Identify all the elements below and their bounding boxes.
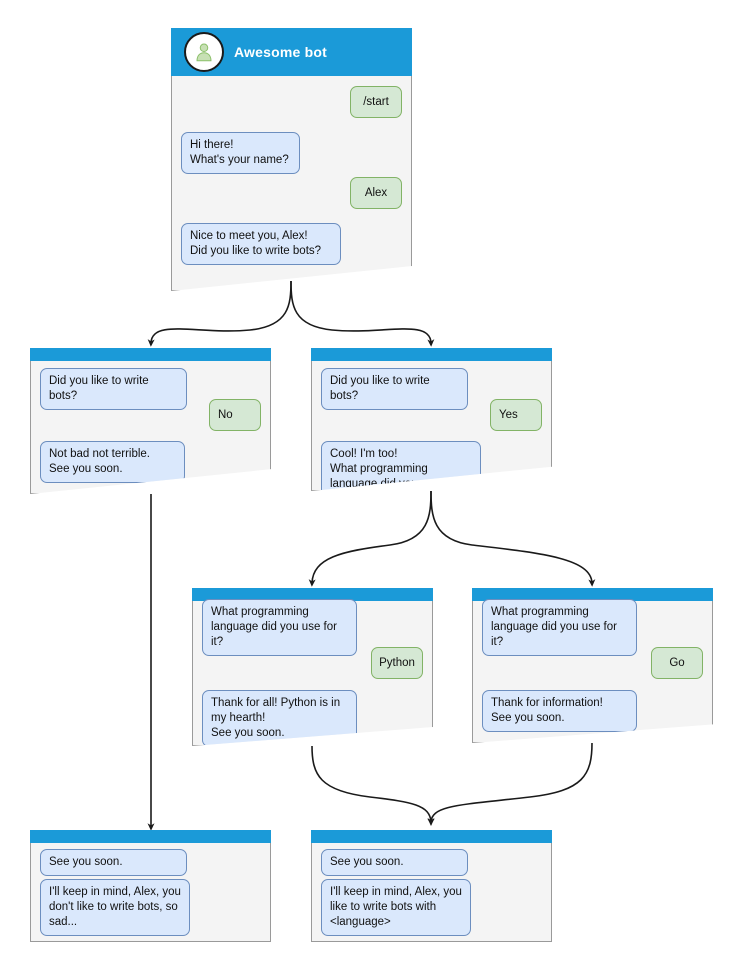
- edge-yes-to-python: [308, 490, 432, 587]
- message-bubble-bot[interactable]: I'll keep in mind, Alex, you like to wri…: [321, 879, 471, 936]
- card-no-branch-chat: Did you like to write bots? No Not bad n…: [30, 361, 271, 494]
- message-bubble-bot[interactable]: I'll keep in mind, Alex, you don't like …: [40, 879, 190, 936]
- card-no-branch[interactable]: Did you like to write bots? No Not bad n…: [30, 348, 271, 494]
- card-python-branch-chat: What programming language did you use fo…: [192, 599, 433, 746]
- card-no-branch-header: [30, 348, 271, 361]
- message-bubble-user[interactable]: Yes: [490, 399, 542, 431]
- card-root-header: Awesome bot: [171, 28, 412, 76]
- message-bubble-bot[interactable]: Nice to meet you, Alex! Did you like to …: [181, 223, 341, 265]
- edge-yes-to-go: [430, 490, 596, 587]
- message-bubble-bot[interactable]: Cool! I'm too! What programming language…: [321, 441, 481, 491]
- message-bubble-bot[interactable]: See you soon.: [40, 849, 187, 876]
- card-end-yes[interactable]: See you soon. I'll keep in mind, Alex, y…: [311, 830, 552, 942]
- bot-name-label: Awesome bot: [234, 44, 327, 60]
- edge-python-to-end-yes: [311, 745, 435, 826]
- message-bubble-user[interactable]: No: [209, 399, 261, 431]
- card-end-yes-chat: See you soon. I'll keep in mind, Alex, y…: [311, 843, 552, 942]
- message-bubble-bot[interactable]: Thank for information! See you soon.: [482, 690, 637, 732]
- message-bubble-bot[interactable]: Hi there! What's your name?: [181, 132, 300, 174]
- message-bubble-bot[interactable]: See you soon.: [321, 849, 468, 876]
- card-go-branch-chat: What programming language did you use fo…: [472, 599, 713, 743]
- card-root-chat: /start Hi there! What's your name? Alex …: [171, 76, 412, 291]
- message-bubble-bot[interactable]: Did you like to write bots?: [321, 368, 468, 410]
- card-yes-branch[interactable]: Did you like to write bots? Yes Cool! I'…: [311, 348, 552, 491]
- card-root-conversation[interactable]: Awesome bot /start Hi there! What's your…: [171, 28, 412, 291]
- message-bubble-user[interactable]: Alex: [350, 177, 402, 209]
- message-bubble-bot[interactable]: Did you like to write bots?: [40, 368, 187, 410]
- card-yes-branch-chat: Did you like to write bots? Yes Cool! I'…: [311, 361, 552, 491]
- message-bubble-bot[interactable]: Thank for all! Python is in my hearth! S…: [202, 690, 357, 746]
- card-go-branch[interactable]: What programming language did you use fo…: [472, 588, 713, 743]
- message-bubble-bot[interactable]: What programming language did you use fo…: [482, 599, 637, 656]
- message-bubble-bot[interactable]: What programming language did you use fo…: [202, 599, 357, 656]
- message-bubble-user[interactable]: Go: [651, 647, 703, 679]
- message-bubble-user[interactable]: /start: [350, 86, 402, 118]
- card-end-yes-header: [311, 830, 552, 843]
- edge-root-to-yes: [290, 280, 435, 347]
- card-end-no-header: [30, 830, 271, 843]
- card-end-no[interactable]: See you soon. I'll keep in mind, Alex, y…: [30, 830, 271, 942]
- message-bubble-bot[interactable]: Not bad not terrible. See you soon.: [40, 441, 185, 483]
- card-end-no-chat: See you soon. I'll keep in mind, Alex, y…: [30, 843, 271, 942]
- message-bubble-user[interactable]: Python: [371, 647, 423, 679]
- card-python-branch[interactable]: What programming language did you use fo…: [192, 588, 433, 746]
- edge-go-to-end-yes: [427, 742, 593, 826]
- card-yes-branch-header: [311, 348, 552, 361]
- user-avatar-icon: [184, 32, 224, 72]
